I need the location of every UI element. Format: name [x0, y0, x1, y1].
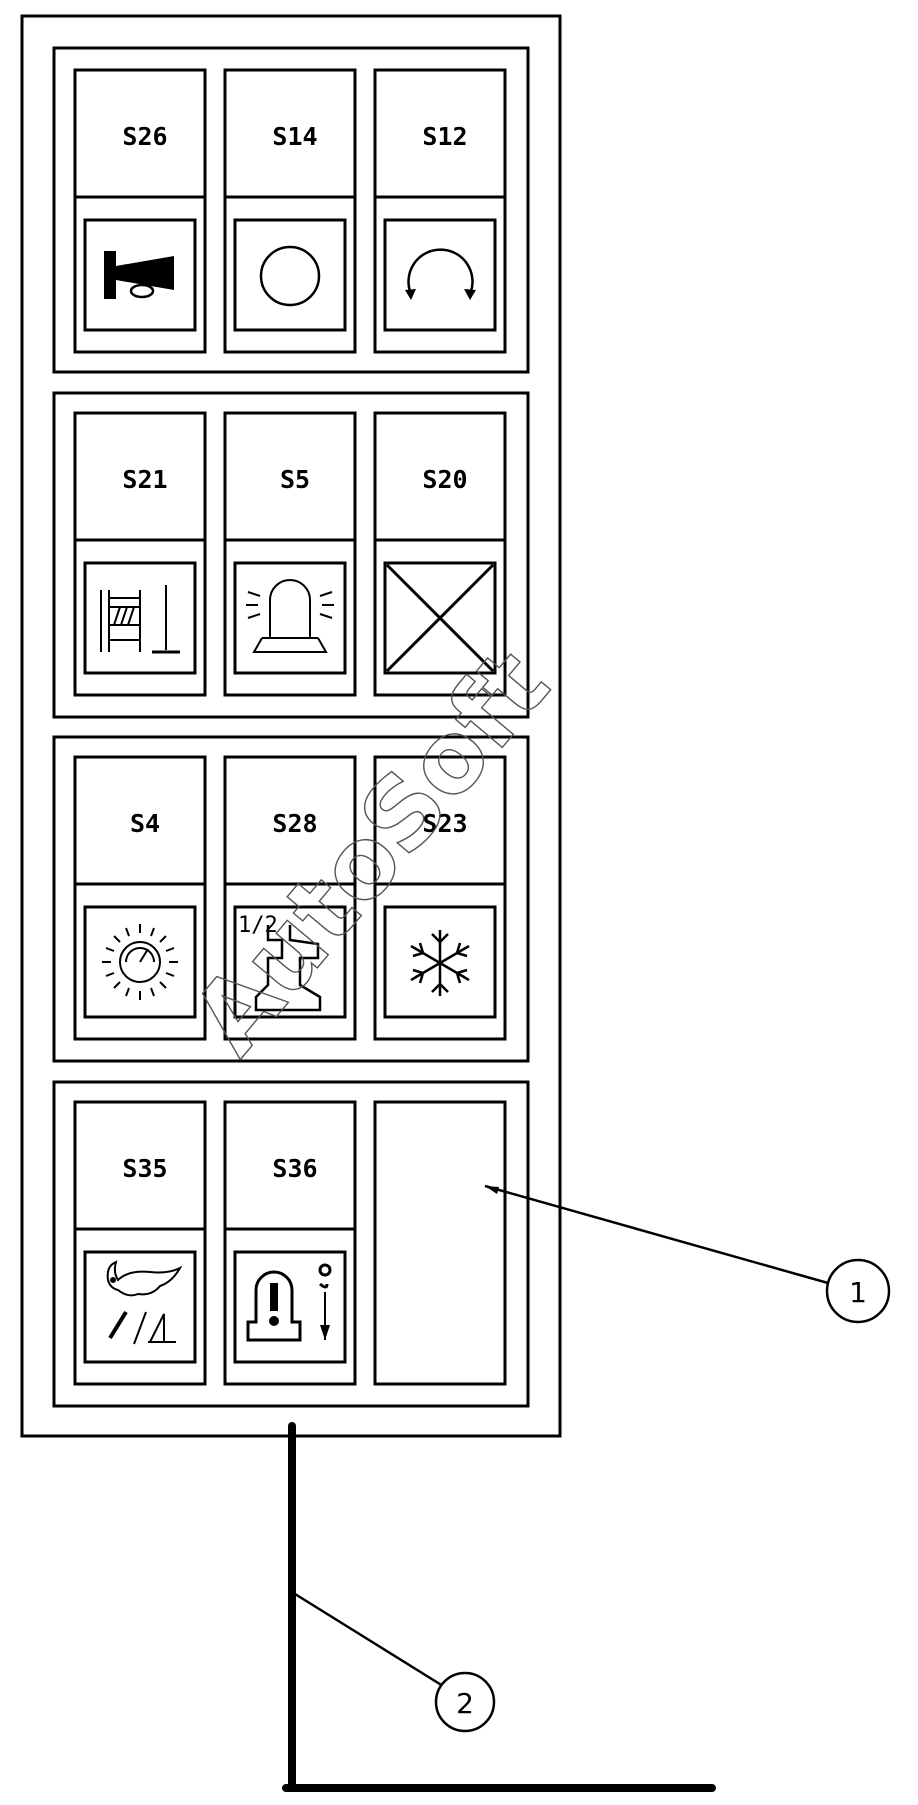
cross-icon — [385, 563, 495, 673]
switch-label-s5: S5 — [280, 465, 310, 494]
switch-group-3 — [52, 735, 530, 1063]
warning-hook-icon — [246, 1263, 332, 1342]
callout-1: 1 — [484, 1184, 891, 1324]
switch-label-s35: S35 — [122, 1154, 167, 1183]
switch-s26[interactable]: S26 — [73, 68, 207, 354]
switch-s35[interactable]: S35 — [73, 1100, 207, 1386]
light-dial-icon — [102, 924, 178, 1000]
switch-label-s28: S28 — [272, 809, 317, 838]
switch-group-4 — [52, 1080, 530, 1408]
beacon-icon — [246, 579, 334, 653]
switch-label-s20: S20 — [422, 465, 467, 494]
switch-label-s4: S4 — [130, 809, 160, 838]
rail-half-icon: 1/2 — [238, 913, 322, 1012]
horn-icon — [104, 251, 174, 299]
switch-label-s23: S23 — [422, 809, 467, 838]
callout-2-number: 2 — [456, 1687, 474, 1720]
switch-s14[interactable]: S14 — [223, 68, 357, 354]
switch-s21[interactable]: S21 — [73, 411, 207, 697]
circle-icon — [259, 245, 321, 307]
switch-s5[interactable]: S5 — [223, 411, 357, 697]
rotate-icon — [405, 248, 476, 300]
callout-1-number: 1 — [849, 1276, 867, 1309]
switch-label-s36: S36 — [272, 1154, 317, 1183]
switch-label-s14: S14 — [272, 122, 317, 151]
empty-switch-slot — [373, 1100, 507, 1386]
switch-label-s21: S21 — [122, 465, 167, 494]
snowflake-icon — [410, 930, 470, 996]
switch-label-s26: S26 — [122, 122, 167, 151]
switch-s12[interactable]: S12 — [373, 68, 507, 354]
rabbit-speed-icon — [106, 1260, 183, 1345]
switch-group-1 — [52, 46, 530, 374]
switch-s23[interactable]: S23 — [373, 755, 507, 1041]
mounting-bracket — [282, 1422, 716, 1792]
rail-half-text: 1/2 — [238, 913, 278, 938]
fence-icon — [100, 585, 180, 654]
switch-s4[interactable]: S4 — [73, 755, 207, 1041]
switch-s36[interactable]: S36 — [223, 1100, 357, 1386]
switch-s20[interactable]: S20 — [373, 411, 507, 697]
switch-s28[interactable]: S28 1/2 — [223, 755, 357, 1041]
callout-2: 2 — [294, 1592, 496, 1733]
switch-label-s12: S12 — [422, 122, 467, 151]
switch-group-2 — [52, 391, 530, 719]
